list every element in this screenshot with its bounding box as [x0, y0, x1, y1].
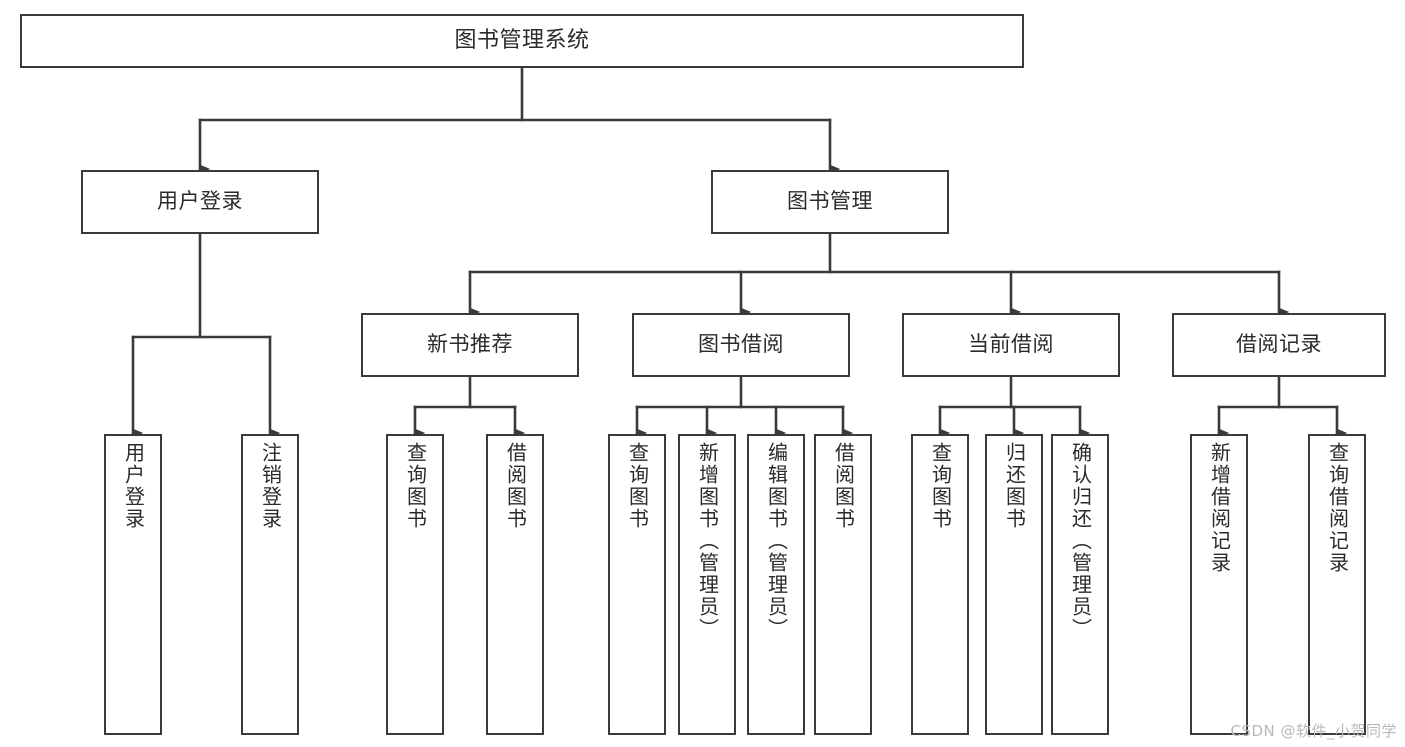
- node-leaf-query-record: 查询借阅记录: [1308, 434, 1366, 735]
- node-label: 借阅图书: [831, 442, 856, 530]
- node-leaf-query-book-2: 查询图书: [608, 434, 666, 735]
- node-leaf-borrow-book-2: 借阅图书: [814, 434, 872, 735]
- node-leaf-user-login: 用户登录: [104, 434, 162, 735]
- node-label: 新增借阅记录: [1207, 442, 1232, 574]
- node-leaf-add-book: 新增图书（管理员）: [678, 434, 736, 735]
- node-label: 新书推荐: [427, 332, 513, 357]
- node-book-borrow: 图书借阅: [632, 313, 850, 377]
- node-label: 查询图书: [625, 442, 650, 530]
- node-label: 用户登录: [121, 442, 146, 530]
- node-label: 查询图书: [403, 442, 428, 530]
- node-borrow-record: 借阅记录: [1172, 313, 1386, 377]
- node-label: 借阅记录: [1236, 332, 1322, 357]
- node-label: 图书管理系统: [454, 27, 590, 53]
- node-leaf-borrow-book-1: 借阅图书: [486, 434, 544, 735]
- node-leaf-query-book-1: 查询图书: [386, 434, 444, 735]
- node-leaf-user-logout: 注销登录: [241, 434, 299, 735]
- node-label: 用户登录: [157, 189, 243, 214]
- watermark-text: CSDN @软件_小贺同学: [1230, 722, 1397, 740]
- node-leaf-confirm-return: 确认归还（管理员）: [1051, 434, 1109, 735]
- node-book-manage: 图书管理: [711, 170, 949, 234]
- node-label: 借阅图书: [503, 442, 528, 530]
- node-label: 图书借阅: [698, 332, 784, 357]
- node-new-book-rec: 新书推荐: [361, 313, 579, 377]
- node-label: 查询图书: [928, 442, 953, 530]
- node-label: 编辑图书（管理员）: [764, 442, 789, 640]
- node-label: 当前借阅: [968, 332, 1054, 357]
- node-label: 新增图书（管理员）: [695, 442, 720, 640]
- node-leaf-return-book: 归还图书: [985, 434, 1043, 735]
- node-leaf-query-book-3: 查询图书: [911, 434, 969, 735]
- node-label: 注销登录: [258, 442, 283, 530]
- node-label: 查询借阅记录: [1325, 442, 1350, 574]
- node-leaf-add-record: 新增借阅记录: [1190, 434, 1248, 735]
- node-root: 图书管理系统: [20, 14, 1024, 68]
- node-user-login: 用户登录: [81, 170, 319, 234]
- node-current-borrow: 当前借阅: [902, 313, 1120, 377]
- node-label: 图书管理: [787, 189, 873, 214]
- node-label: 确认归还（管理员）: [1068, 442, 1093, 640]
- node-label: 归还图书: [1002, 442, 1027, 530]
- node-leaf-edit-book: 编辑图书（管理员）: [747, 434, 805, 735]
